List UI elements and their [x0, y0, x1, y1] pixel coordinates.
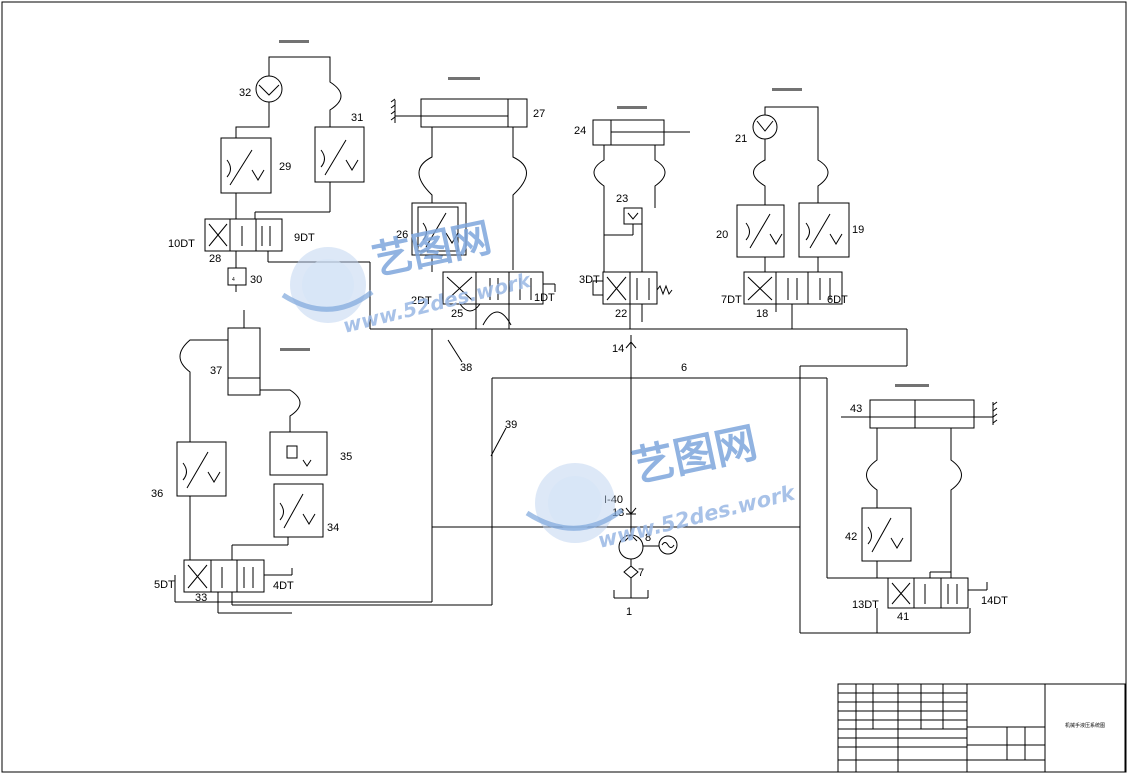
label-32: 32 — [239, 87, 251, 99]
label-30-value: 4 — [232, 277, 235, 283]
cylinder-24-group — [592, 119, 690, 329]
label-6dt: 6DT — [827, 294, 848, 306]
label-37: 37 — [210, 365, 222, 377]
label-41: 41 — [897, 611, 909, 623]
label-1: 1 — [626, 606, 632, 618]
label-19: 19 — [852, 224, 864, 236]
label-4dt: 4DT — [273, 580, 294, 592]
label-13dt: 13DT — [852, 599, 879, 611]
valve-33 — [183, 559, 265, 593]
watermark-bottom: 艺图网 www.52des.work — [525, 418, 799, 553]
label-39: 39 — [505, 419, 517, 431]
relief-valve-35 — [269, 431, 328, 476]
label-21: 21 — [735, 133, 747, 145]
flow-control-29 — [220, 137, 272, 194]
motor-21-group — [736, 106, 850, 329]
drawing-title: 机械手液压系统图 — [1065, 722, 1105, 729]
check-valve-23 — [623, 207, 643, 225]
cylinder-37 — [227, 327, 261, 396]
pressure-valve-30 — [227, 267, 247, 286]
label-18: 18 — [756, 308, 768, 320]
hydraulic-motor-32 — [255, 75, 283, 103]
label-30: 30 — [250, 274, 262, 286]
label-33: 33 — [195, 592, 207, 604]
label-9dt: 9DT — [294, 232, 315, 244]
hydraulic-motor-21 — [752, 114, 778, 140]
label-38: 38 — [460, 362, 472, 374]
label-29: 29 — [279, 161, 291, 173]
cylinder-27-group — [390, 98, 556, 329]
label-34: 34 — [327, 522, 339, 534]
watermark-top: 艺图网 www.52des.work — [281, 215, 534, 338]
label-36: 36 — [151, 488, 163, 500]
label-31: 31 — [351, 112, 363, 124]
cylinder-43-group — [841, 399, 998, 609]
cylinder-43 — [869, 399, 975, 429]
label-7dt: 7DT — [721, 294, 742, 306]
label-22: 22 — [615, 308, 627, 320]
captions — [279, 40, 929, 387]
label-10dt: 10DT — [168, 238, 195, 250]
cylinder-37-group — [176, 310, 328, 614]
label-6: 6 — [681, 362, 687, 374]
pump-group — [613, 341, 678, 599]
label-20: 20 — [716, 229, 728, 241]
filter-7 — [623, 565, 639, 579]
flow-control-42 — [861, 507, 912, 562]
label-7: 7 — [638, 567, 644, 579]
label-2dt: 2DT — [411, 295, 432, 307]
label-27: 27 — [533, 108, 545, 120]
flow-control-19 — [798, 202, 850, 258]
label-25: 25 — [451, 308, 463, 320]
label-3dt: 3DT — [579, 274, 600, 286]
label-8: 8 — [645, 532, 651, 544]
label-14dt: 14DT — [981, 595, 1008, 607]
cylinder-27 — [420, 98, 528, 128]
label-14: 14 — [612, 343, 624, 355]
label-23: 23 — [616, 193, 628, 205]
label-1dt: 1DT — [534, 292, 555, 304]
label-24: 24 — [574, 125, 586, 137]
label-26: 26 — [396, 229, 408, 241]
label-5dt: 5DT — [154, 579, 175, 591]
flow-control-26 — [411, 202, 467, 256]
flow-control-34 — [273, 483, 324, 538]
label-43: 43 — [850, 403, 862, 415]
flow-control-31 — [314, 126, 365, 183]
flow-control-36 — [176, 441, 227, 497]
label-28: 28 — [209, 253, 221, 265]
label-35: 35 — [340, 451, 352, 463]
component-labels: 1 6 7 8 13 14 I-40 18 19 20 21 22 23 24 … — [151, 87, 1008, 623]
watermark-url-bottom: www.52des.work — [595, 480, 799, 553]
watermark-brand-bottom: 艺图网 — [628, 418, 761, 492]
label-42: 42 — [845, 531, 857, 543]
motor-32-group — [204, 56, 365, 292]
title-block: 机械手液压系统图 — [837, 683, 1126, 773]
